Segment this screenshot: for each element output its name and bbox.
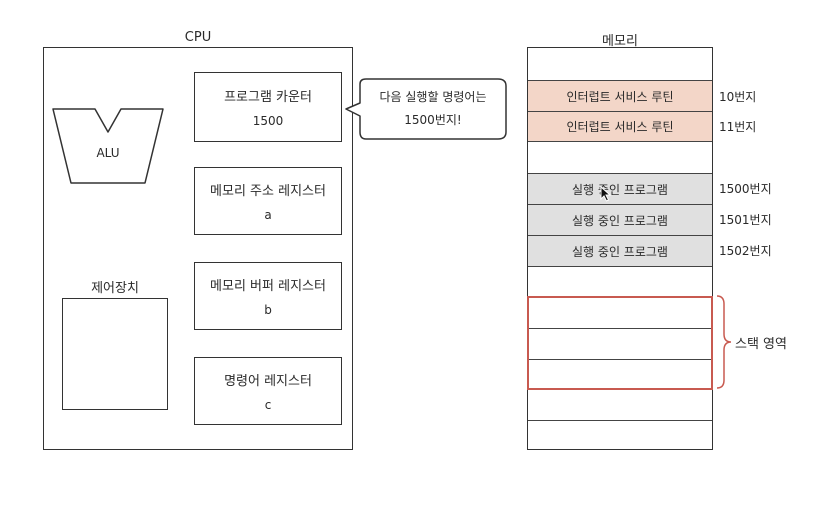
memory-cell-stack <box>528 328 712 359</box>
memory-cell <box>528 141 712 173</box>
stack-brace <box>716 295 732 389</box>
memory-cell-stack <box>528 359 712 389</box>
mouse-cursor-icon <box>600 186 612 202</box>
memory-buffer-register: 메모리 버퍼 레지스터 b <box>194 262 342 330</box>
memory-box: 인터럽트 서비스 루틴 인터럽트 서비스 루틴 실행 중인 프로그램 실행 중인… <box>527 47 713 450</box>
memory-cell-isr: 인터럽트 서비스 루틴 <box>528 111 712 141</box>
memory-cell <box>528 266 712 297</box>
control-unit-box <box>62 298 168 410</box>
memory-cell-running: 실행 중인 프로그램 <box>528 204 712 235</box>
speech-bubble-text: 다음 실행할 명령어는 1500번지! <box>360 86 506 132</box>
instruction-register: 명령어 레지스터 c <box>194 357 342 425</box>
register-name: 메모리 주소 레지스터 <box>210 184 326 199</box>
register-name: 메모리 버퍼 레지스터 <box>210 279 326 294</box>
memory-address-label: 11번지 <box>719 120 757 134</box>
program-counter-register: 프로그램 카운터 1500 <box>194 72 342 142</box>
memory-cell <box>528 389 712 420</box>
memory-title: 메모리 <box>602 34 638 49</box>
alu-label: ALU <box>96 146 120 160</box>
memory-address-label: 1501번지 <box>719 213 772 227</box>
cpu-title: CPU <box>184 30 212 45</box>
memory-cell <box>528 47 712 80</box>
memory-address-register: 메모리 주소 레지스터 a <box>194 167 342 235</box>
alu-shape <box>52 108 164 184</box>
memory-address-label: 1502번지 <box>719 244 772 258</box>
register-value: c <box>264 398 272 412</box>
memory-cell <box>528 420 712 450</box>
stack-area-outline <box>527 296 713 390</box>
memory-address-label: 10번지 <box>719 90 757 104</box>
register-name: 명령어 레지스터 <box>224 374 312 389</box>
speech-bubble-shape <box>345 78 507 140</box>
memory-cell-running: 실행 중인 프로그램 <box>528 173 712 204</box>
register-value: a <box>264 208 272 222</box>
stack-area-label: 스택 영역 <box>735 337 787 352</box>
memory-address-label: 1500번지 <box>719 182 772 196</box>
register-value: b <box>264 303 272 317</box>
speech-bubble-line1: 다음 실행할 명령어는 <box>379 90 487 104</box>
memory-cell-running: 실행 중인 프로그램 <box>528 235 712 266</box>
register-name: 프로그램 카운터 <box>224 90 312 105</box>
memory-cell-isr: 인터럽트 서비스 루틴 <box>528 80 712 111</box>
register-value: 1500 <box>252 114 284 128</box>
control-unit-label: 제어장치 <box>91 281 139 296</box>
speech-bubble-line2: 1500번지! <box>404 113 462 127</box>
